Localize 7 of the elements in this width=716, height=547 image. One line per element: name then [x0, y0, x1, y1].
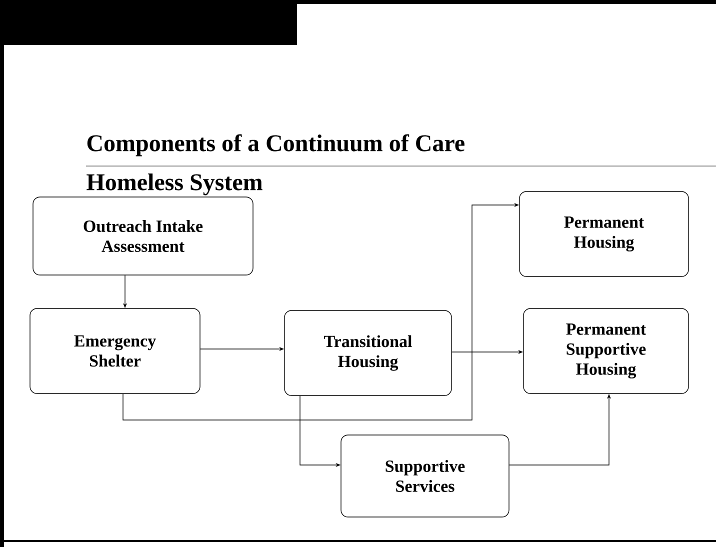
title: Components of a Continuum of Care Homeless System [86, 134, 464, 196]
process-box: Outreach Intake Assessment [32, 196, 254, 276]
process-box: Transitional Housing [284, 310, 452, 396]
process-box: Permanent Supportive Housing [523, 308, 689, 394]
process-box: Permanent Housing [519, 191, 689, 277]
process-box: Emergency Shelter [30, 308, 200, 394]
process-box: Supportive Services [340, 434, 510, 518]
